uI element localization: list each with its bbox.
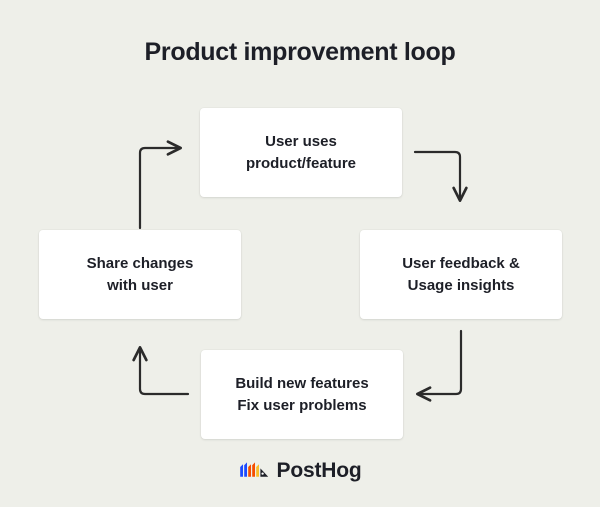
node-user-uses-product[interactable]: User uses product/feature [200,108,402,197]
arrow-right-to-bottom [416,329,463,402]
arrow-top-to-right [413,150,468,202]
brand-name: PostHog [276,459,362,482]
posthog-logo: PostHog [0,456,600,486]
node-label: User uses product/feature [245,133,356,172]
node-build-new-features[interactable]: Build new features Fix user problems [201,350,403,439]
arrow-left-to-top [138,140,182,230]
arrow-bottom-to-left [132,346,190,396]
node-label: User feedback & Usage insights [402,255,520,294]
node-label: Build new features Fix user problems [235,375,369,414]
page-title: Product improvement loop [144,38,456,66]
node-share-changes-with-user[interactable]: Share changes with user [39,230,241,319]
node-user-feedback-usage-insights[interactable]: User feedback & Usage insights [360,230,562,319]
posthog-hedgehog-stripes-icon [239,462,268,477]
node-label: Share changes with user [86,255,194,294]
